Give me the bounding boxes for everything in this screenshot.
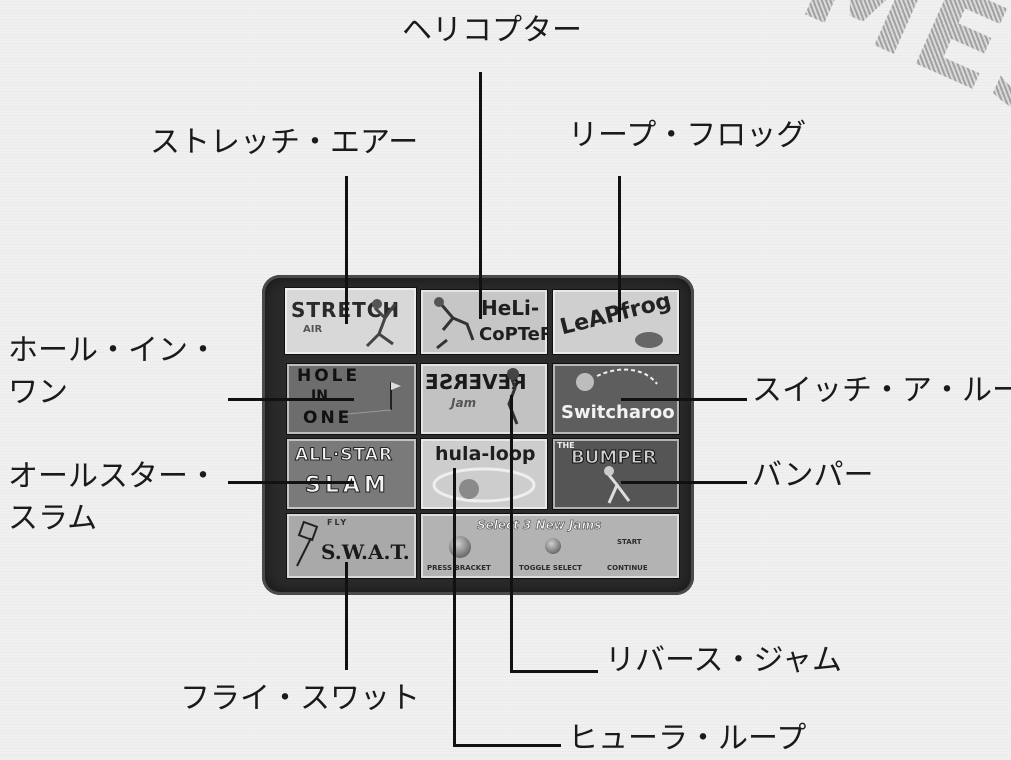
bumper-title: BUMPER: [571, 447, 658, 469]
tile-helicopter[interactable]: HeLi- CoPTeR: [421, 290, 547, 354]
continue-button[interactable]: CONTINUE: [607, 564, 648, 572]
tile-leap-frog[interactable]: LeAPfrog: [553, 290, 679, 354]
swat-title: S.W.A.T.: [321, 540, 410, 564]
toggle-select-button[interactable]: TOGGLE SELECT: [519, 564, 582, 572]
allstar-line1: ALL·STAR: [294, 445, 394, 466]
leader-hole-in-one: [228, 398, 354, 401]
callout-switch-a-roo: スイッチ・ア・ルー: [752, 373, 1011, 408]
leader-leap-frog: [618, 176, 621, 322]
callout-hole-in-one: ホール・イン・ワン: [8, 333, 218, 410]
player-figure-icon: [507, 368, 519, 425]
leader-reverse-jam-h: [510, 670, 598, 673]
callout-all-star-slam: オールスター・スラム: [8, 459, 218, 536]
callout-leap-frog: リープ・フロッグ: [568, 118, 807, 153]
callout-hula-loop: ヒューラ・ループ: [568, 721, 807, 756]
leader-stretch-air: [345, 176, 348, 324]
player-figure-icon: [434, 297, 475, 350]
tile-fly-swat[interactable]: FLY S.W.A.T.: [287, 514, 416, 578]
player-figure-icon: [604, 466, 631, 504]
leader-fly-swat: [345, 562, 348, 670]
leader-helicopter: [479, 72, 482, 319]
switch-title: Switcharoo: [561, 402, 675, 423]
hole-line3: ONE: [303, 408, 353, 428]
allstar-line2: SLAM: [305, 473, 390, 499]
stretch-subtitle: AIR: [303, 324, 323, 335]
heli-title-top: HeLi-: [481, 296, 540, 320]
leader-reverse-jam-v: [510, 395, 513, 673]
select-ball-icon: [545, 538, 561, 554]
callout-fly-swat: フライ・スワット: [180, 681, 420, 716]
hole-line1: HOLE: [297, 366, 361, 386]
player-figure-icon: [365, 299, 397, 348]
tile-stretch-air[interactable]: STRETCH AIR: [285, 288, 416, 354]
swat-top-label: FLY: [327, 518, 349, 527]
callout-helicopter: ヘリコプター: [402, 13, 582, 48]
continue-top-label: START: [617, 538, 642, 546]
leader-bumper: [621, 481, 747, 484]
reverse-subtitle: Jam: [451, 396, 477, 410]
select-panel-title: Select 3 New Jams: [477, 518, 602, 533]
tile-bumper[interactable]: THE BUMPER: [553, 439, 679, 509]
rotation-arrows-icon: [576, 368, 658, 391]
hoop-ring-icon: [432, 467, 536, 503]
bumper-small-label: THE: [557, 441, 575, 450]
golf-flag-icon: [346, 382, 401, 415]
callout-reverse-jam: リバース・ジャム: [605, 643, 842, 678]
callout-bumper: バンパー: [752, 458, 874, 493]
heli-title-bottom: CoPTeR: [479, 324, 547, 345]
tile-hula-loop[interactable]: hula-loop: [421, 439, 547, 509]
frog-icon: [635, 332, 663, 348]
leader-hula-loop-v: [453, 468, 456, 747]
callout-stretch-air: ストレッチ・エアー: [150, 125, 419, 160]
tile-reverse-jam[interactable]: REVERSE Jam: [421, 364, 547, 434]
leader-switch-a-roo: [621, 398, 747, 401]
tile-all-star-slam[interactable]: ALL·STAR SLAM: [287, 439, 416, 509]
select-panel: Select 3 New Jams START PRESS BRACKET TO…: [421, 514, 679, 578]
leader-hula-loop-h: [453, 744, 561, 747]
fly-swatter-icon: [296, 520, 319, 567]
press-bracket-button[interactable]: PRESS BRACKET: [427, 564, 491, 572]
leader-all-star-slam: [228, 481, 354, 484]
